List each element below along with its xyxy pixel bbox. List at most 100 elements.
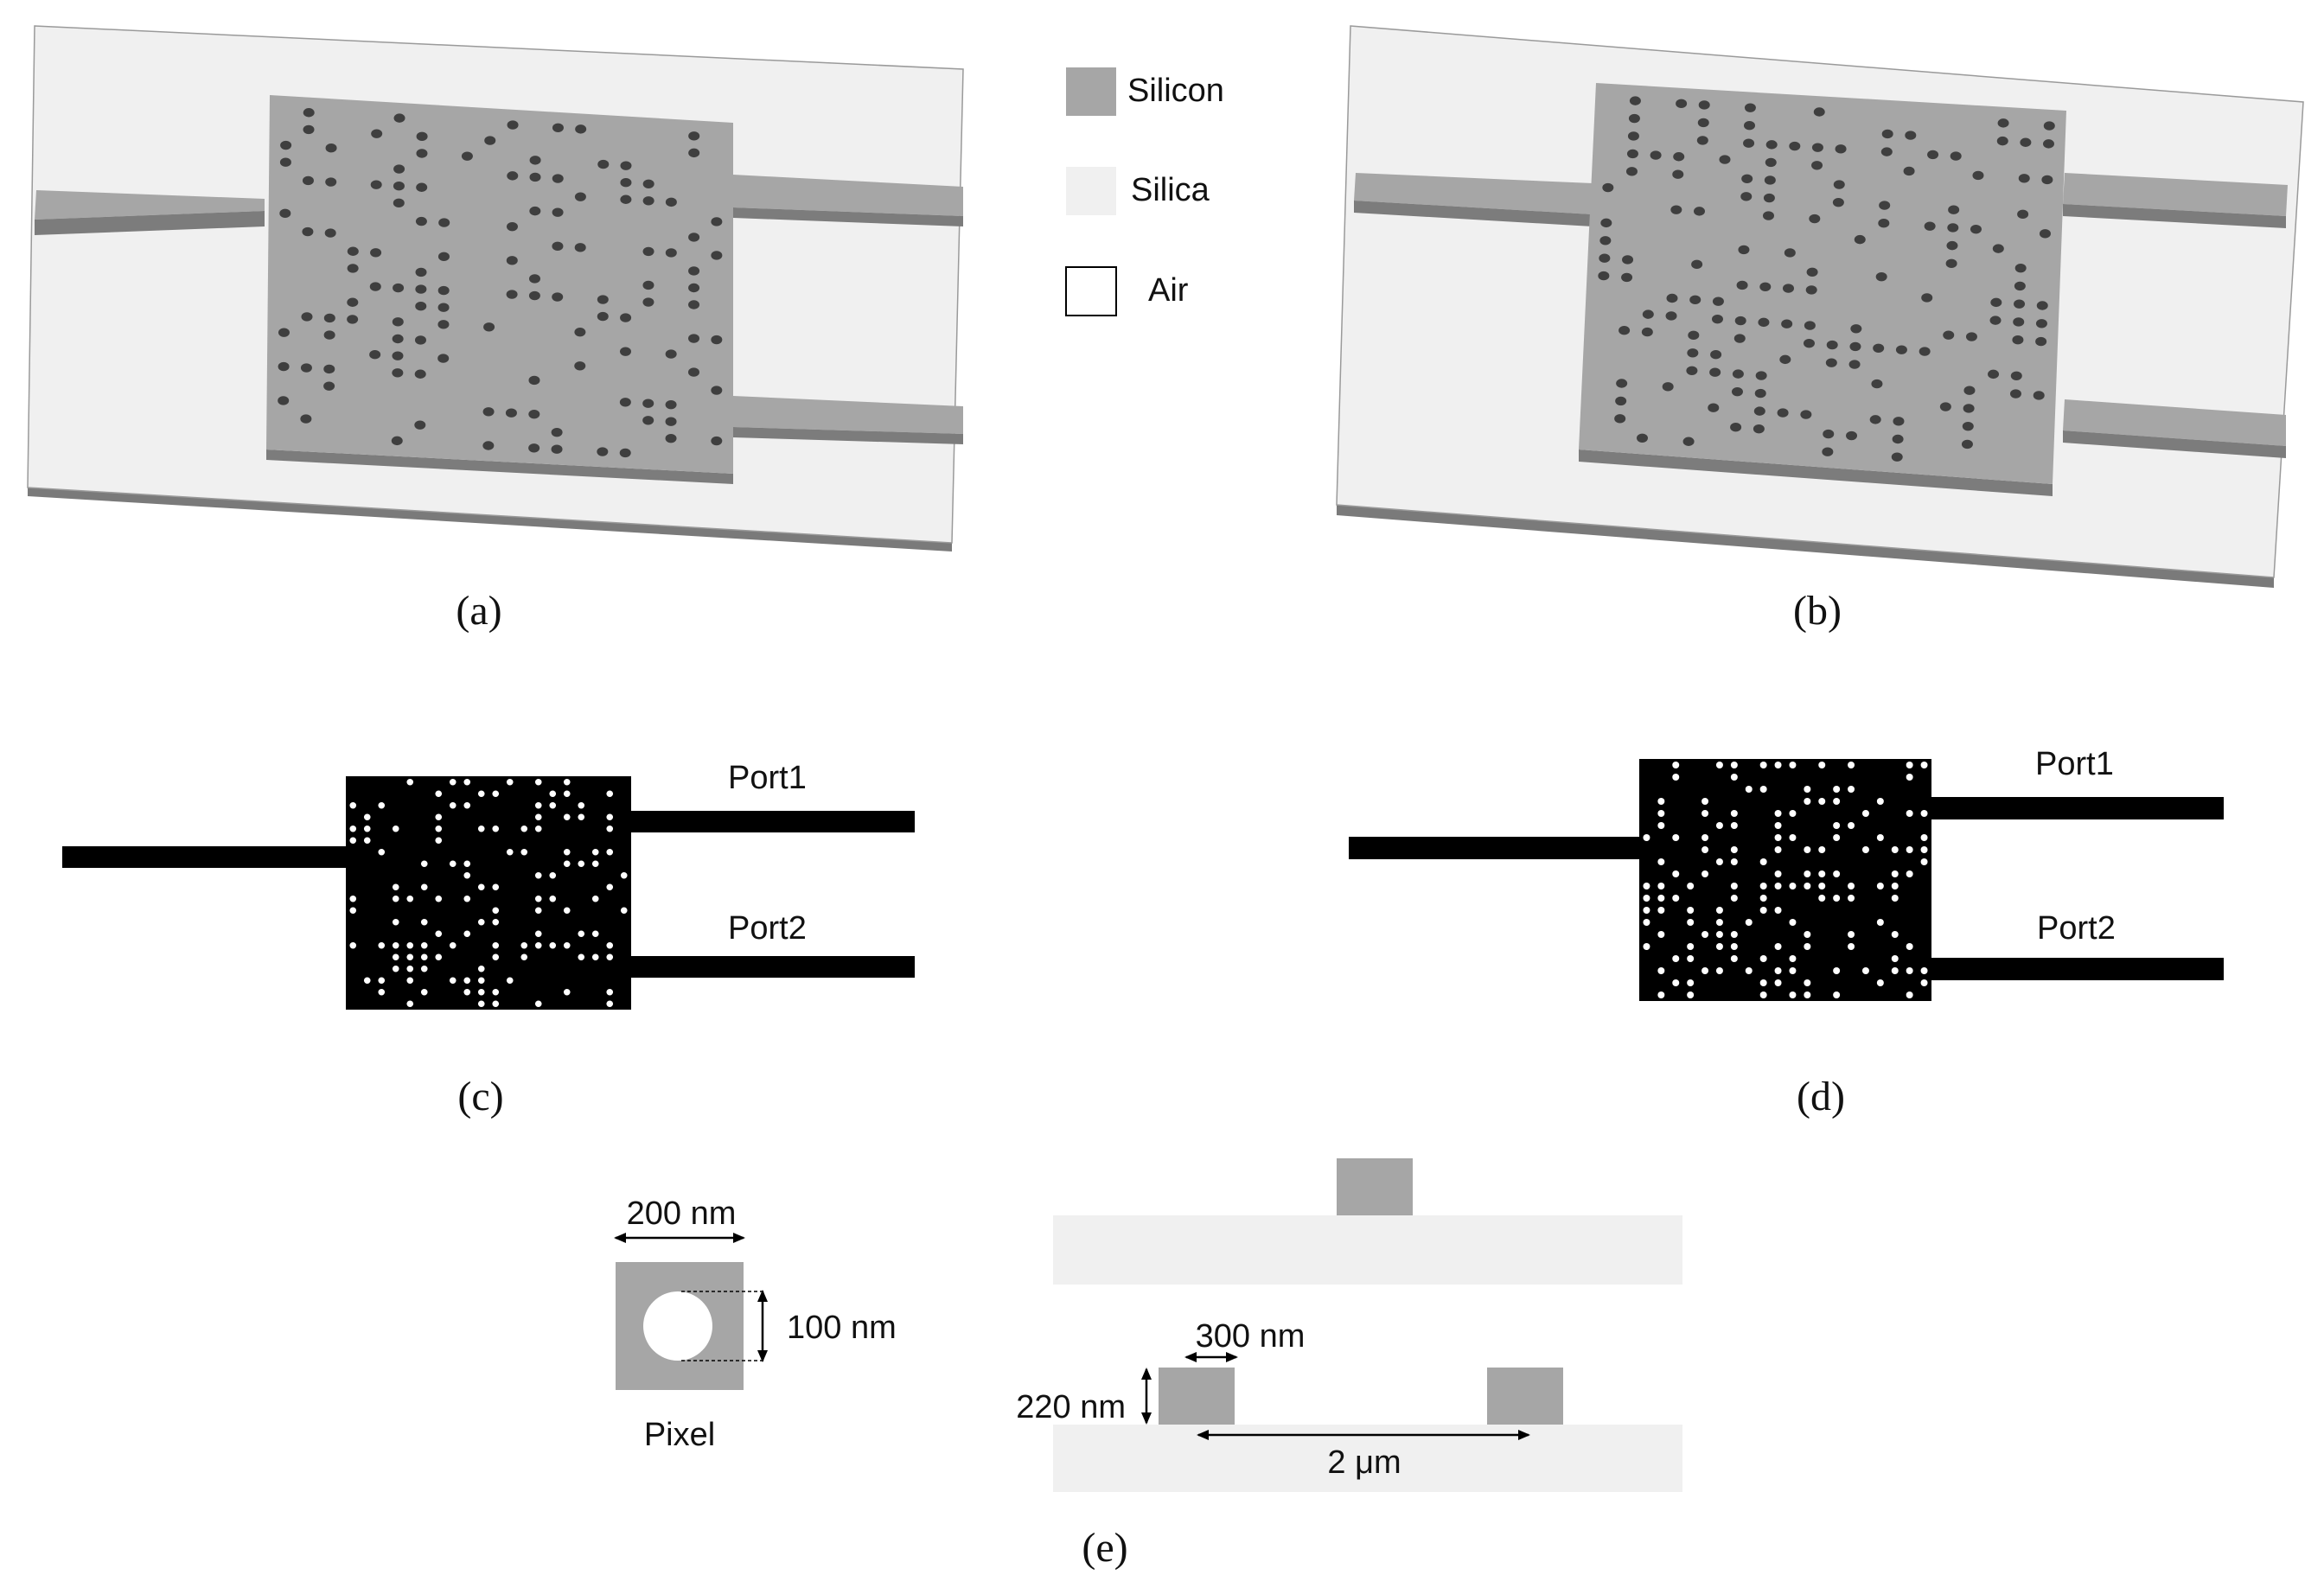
etched-hole — [1803, 338, 1815, 348]
etched-hole — [1920, 979, 1928, 986]
etched-hole — [393, 198, 405, 208]
input-waveguide-side — [35, 211, 265, 235]
etched-hole — [591, 895, 599, 902]
etched-hole — [1764, 175, 1776, 185]
holes-a — [278, 108, 723, 458]
etched-hole — [1741, 174, 1753, 183]
panel-b-3d-device — [1336, 25, 2304, 588]
etched-hole — [414, 335, 426, 345]
etched-hole — [492, 988, 500, 996]
etched-hole — [1657, 883, 1665, 889]
silicon-block-side — [266, 450, 733, 484]
etched-hole — [449, 778, 456, 786]
etched-hole — [552, 292, 564, 302]
etched-hole — [406, 1000, 414, 1008]
output-waveguide-1 — [733, 175, 963, 216]
etched-hole — [1715, 943, 1723, 950]
etched-hole — [1805, 285, 1817, 295]
etched-hole — [506, 256, 518, 265]
etched-hole — [477, 825, 485, 832]
etched-hole — [349, 825, 357, 832]
etched-hole — [1702, 810, 1709, 817]
cross-section-waveguide-input — [1337, 1158, 1413, 1215]
etched-hole — [520, 953, 528, 961]
arrowhead — [1141, 1412, 1152, 1425]
etched-hole — [597, 447, 609, 456]
etched-hole — [1696, 136, 1708, 145]
etched-hole — [1811, 143, 1823, 152]
etched-hole — [1715, 967, 1723, 974]
etched-hole — [1774, 762, 1782, 768]
etched-hole — [1702, 870, 1709, 877]
etched-hole — [606, 848, 614, 856]
arrowhead — [614, 1233, 626, 1243]
etched-hole — [492, 1000, 500, 1008]
etched-hole — [482, 441, 495, 450]
etched-hole — [534, 778, 542, 786]
etched-hole — [574, 327, 586, 337]
etched-hole — [1636, 433, 1648, 443]
etched-hole — [506, 977, 514, 985]
etched-hole — [619, 347, 631, 356]
etched-hole — [1774, 883, 1782, 889]
etched-hole — [1818, 798, 1826, 805]
etched-hole — [1948, 205, 1960, 214]
etched-hole — [420, 918, 428, 926]
etched-hole — [1961, 439, 1973, 450]
etched-hole — [370, 248, 382, 258]
etched-hole — [687, 367, 699, 377]
holes-b — [1598, 96, 2055, 462]
etched-hole — [1600, 218, 1612, 228]
etched-hole — [1789, 967, 1797, 974]
etched-hole — [1804, 991, 1811, 998]
etched-hole — [1804, 321, 1816, 330]
etched-hole — [1657, 822, 1665, 829]
panel-label-c: (c) — [457, 1074, 503, 1119]
etched-hole — [1833, 870, 1841, 877]
etched-hole — [1892, 434, 1904, 444]
etched-hole — [1833, 180, 1845, 189]
etched-hole — [1687, 955, 1695, 962]
etched-hole — [1946, 240, 1958, 251]
etched-hole — [392, 918, 399, 926]
etched-hole — [1672, 979, 1680, 986]
etched-hole — [1759, 955, 1767, 962]
etched-hole — [1616, 379, 1628, 388]
etched-hole — [1906, 870, 1913, 877]
etched-hole — [280, 140, 292, 150]
etched-hole — [552, 123, 564, 132]
etched-hole — [574, 243, 586, 252]
etched-hole — [324, 228, 336, 238]
etched-hole — [688, 334, 700, 343]
etched-hole — [492, 953, 500, 961]
etched-hole — [1996, 136, 2008, 146]
etched-hole — [1711, 314, 1723, 324]
etched-hole — [1947, 223, 1959, 233]
etched-hole — [1686, 366, 1698, 375]
legend-swatch-silica — [1066, 167, 1116, 215]
etched-hole — [463, 871, 471, 879]
etched-hole — [406, 941, 414, 949]
etched-hole — [1643, 834, 1650, 841]
etched-hole — [483, 322, 495, 332]
etched-hole — [1833, 822, 1841, 829]
etched-hole — [1818, 883, 1826, 889]
etched-hole — [1774, 834, 1782, 841]
etched-hole — [1825, 358, 1837, 367]
etched-hole — [1657, 931, 1665, 938]
etched-hole — [463, 860, 471, 868]
etched-hole — [2014, 263, 2027, 273]
etched-hole — [435, 813, 443, 821]
etched-hole — [347, 297, 359, 307]
etched-hole — [665, 349, 677, 359]
etched-hole — [392, 334, 404, 344]
etched-hole — [391, 436, 403, 446]
input-waveguide — [1349, 837, 1643, 859]
etched-hole — [1759, 883, 1767, 889]
etched-hole — [1876, 834, 1884, 841]
etched-hole — [416, 182, 428, 192]
etched-hole — [349, 895, 357, 902]
etched-hole — [1759, 979, 1767, 986]
etched-hole — [1848, 943, 1855, 950]
etched-hole — [1774, 810, 1782, 817]
